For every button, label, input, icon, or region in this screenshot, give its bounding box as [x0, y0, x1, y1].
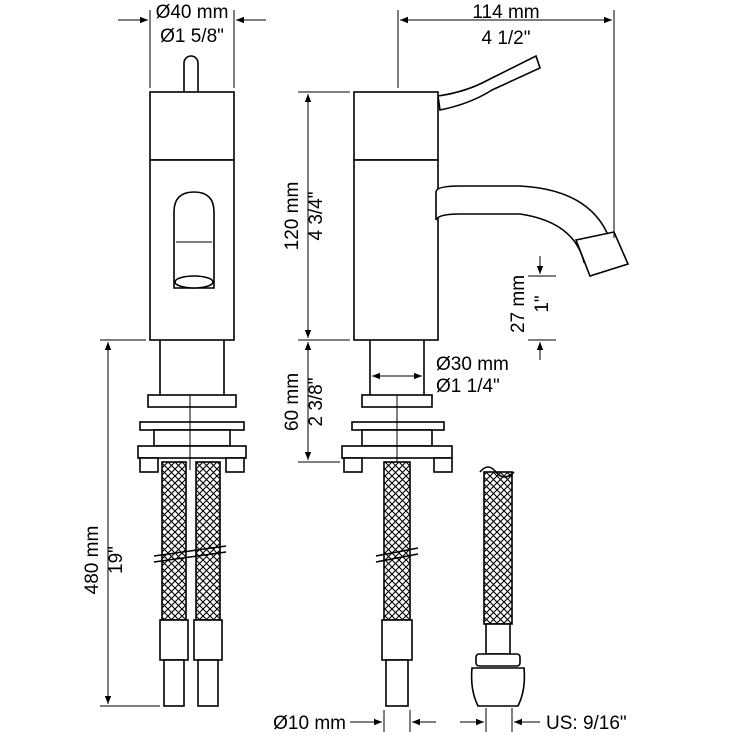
side-lever: [437, 54, 541, 111]
front-fitting-left: [159, 619, 189, 661]
hose-detail: [470, 466, 526, 707]
label-hose-diameter-mm: Ø10 mm: [273, 713, 346, 734]
label-shank-length-mm: 60 mm: [282, 373, 303, 431]
front-washer: [139, 421, 245, 431]
label-reach-in: 4 1/2": [481, 28, 530, 49]
label-spout-clearance-mm: 27 mm: [508, 275, 529, 333]
detail-hose: [483, 471, 513, 625]
front-hose-left: [161, 461, 187, 621]
label-spout-clearance-in: 1": [532, 295, 553, 312]
dimension-lines: [100, 10, 615, 732]
side-hose: [383, 461, 411, 621]
front-spout-window: [173, 191, 215, 289]
front-mounting-plate: [137, 445, 247, 459]
label-hose-length-in: 19": [106, 546, 127, 574]
front-cap: [149, 91, 235, 161]
side-aerator: [574, 231, 630, 277]
label-reach-mm: 114 mm: [472, 2, 539, 23]
front-view: [137, 55, 247, 707]
front-hose-right: [195, 461, 221, 621]
dimension-labels: Ø40 mm Ø1 5/8" 114 mm 4 1/2" 120 mm 4 3/…: [82, 2, 627, 734]
detail-nut: [470, 667, 526, 707]
label-shank-diameter-in: Ø1 1/4": [436, 376, 500, 397]
label-height-in: 4 3/4": [306, 191, 327, 240]
label-body-diameter-mm: Ø40 mm: [156, 2, 229, 23]
detail-fitting: [485, 623, 511, 655]
label-body-diameter-in: Ø1 5/8": [160, 26, 224, 47]
side-cap: [353, 91, 439, 161]
side-body: [353, 159, 439, 341]
aerator-icon: [174, 275, 214, 289]
label-shank-diameter-mm: Ø30 mm: [436, 354, 509, 375]
front-nut: [147, 394, 237, 408]
label-hose-thread-us: US: 9/16": [546, 713, 627, 734]
label-hose-length-mm: 480 mm: [82, 526, 103, 595]
side-fitting: [381, 619, 413, 661]
front-fitting-right: [193, 619, 223, 661]
label-height-mm: 120 mm: [282, 182, 303, 251]
label-shank-length-in: 2 3/8": [306, 377, 327, 426]
side-view: [341, 54, 630, 707]
